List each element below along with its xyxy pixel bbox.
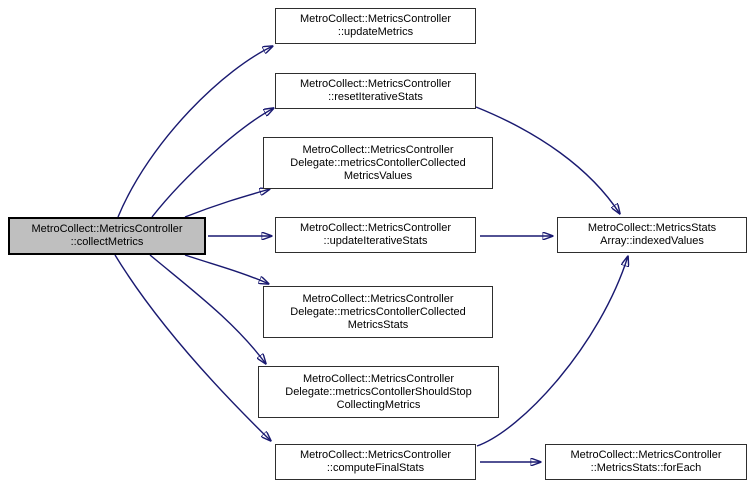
edge-collectMetrics-to-updateMetrics — [117, 46, 273, 218]
node-metricsContollerCollectedMetricsStats[interactable]: MetroCollect::MetricsController Delegate… — [263, 286, 493, 338]
node-metricsContollerShouldStopCollectingMetrics[interactable]: MetroCollect::MetricsController Delegate… — [258, 366, 499, 418]
node-indexedValues[interactable]: MetroCollect::MetricsStats Array::indexe… — [557, 217, 747, 253]
edge-computeFinalStats-to-indexedValues — [476, 256, 628, 447]
node-forEach[interactable]: MetroCollect::MetricsController ::Metric… — [545, 444, 747, 480]
edge-collectMetrics-to-metricsContollerShouldStopCollectingMetrics — [149, 254, 266, 364]
edge-collectMetrics-to-computeFinalStats — [114, 254, 271, 441]
node-metricsContollerCollectedMetricsValues[interactable]: MetroCollect::MetricsController Delegate… — [263, 137, 493, 189]
node-computeFinalStats[interactable]: MetroCollect::MetricsController ::comput… — [275, 444, 476, 480]
edge-resetIterativeStats-to-indexedValues — [475, 106, 620, 214]
node-collectMetrics: MetroCollect::MetricsController ::collec… — [8, 217, 206, 255]
node-updateMetrics[interactable]: MetroCollect::MetricsController ::update… — [275, 8, 476, 44]
edge-collectMetrics-to-resetIterativeStats — [151, 108, 274, 218]
edge-collectMetrics-to-metricsContollerCollectedMetricsValues — [184, 189, 270, 218]
node-resetIterativeStats[interactable]: MetroCollect::MetricsController ::resetI… — [275, 73, 476, 109]
node-updateIterativeStats[interactable]: MetroCollect::MetricsController ::update… — [275, 217, 476, 253]
edge-collectMetrics-to-metricsContollerCollectedMetricsStats — [184, 254, 269, 284]
